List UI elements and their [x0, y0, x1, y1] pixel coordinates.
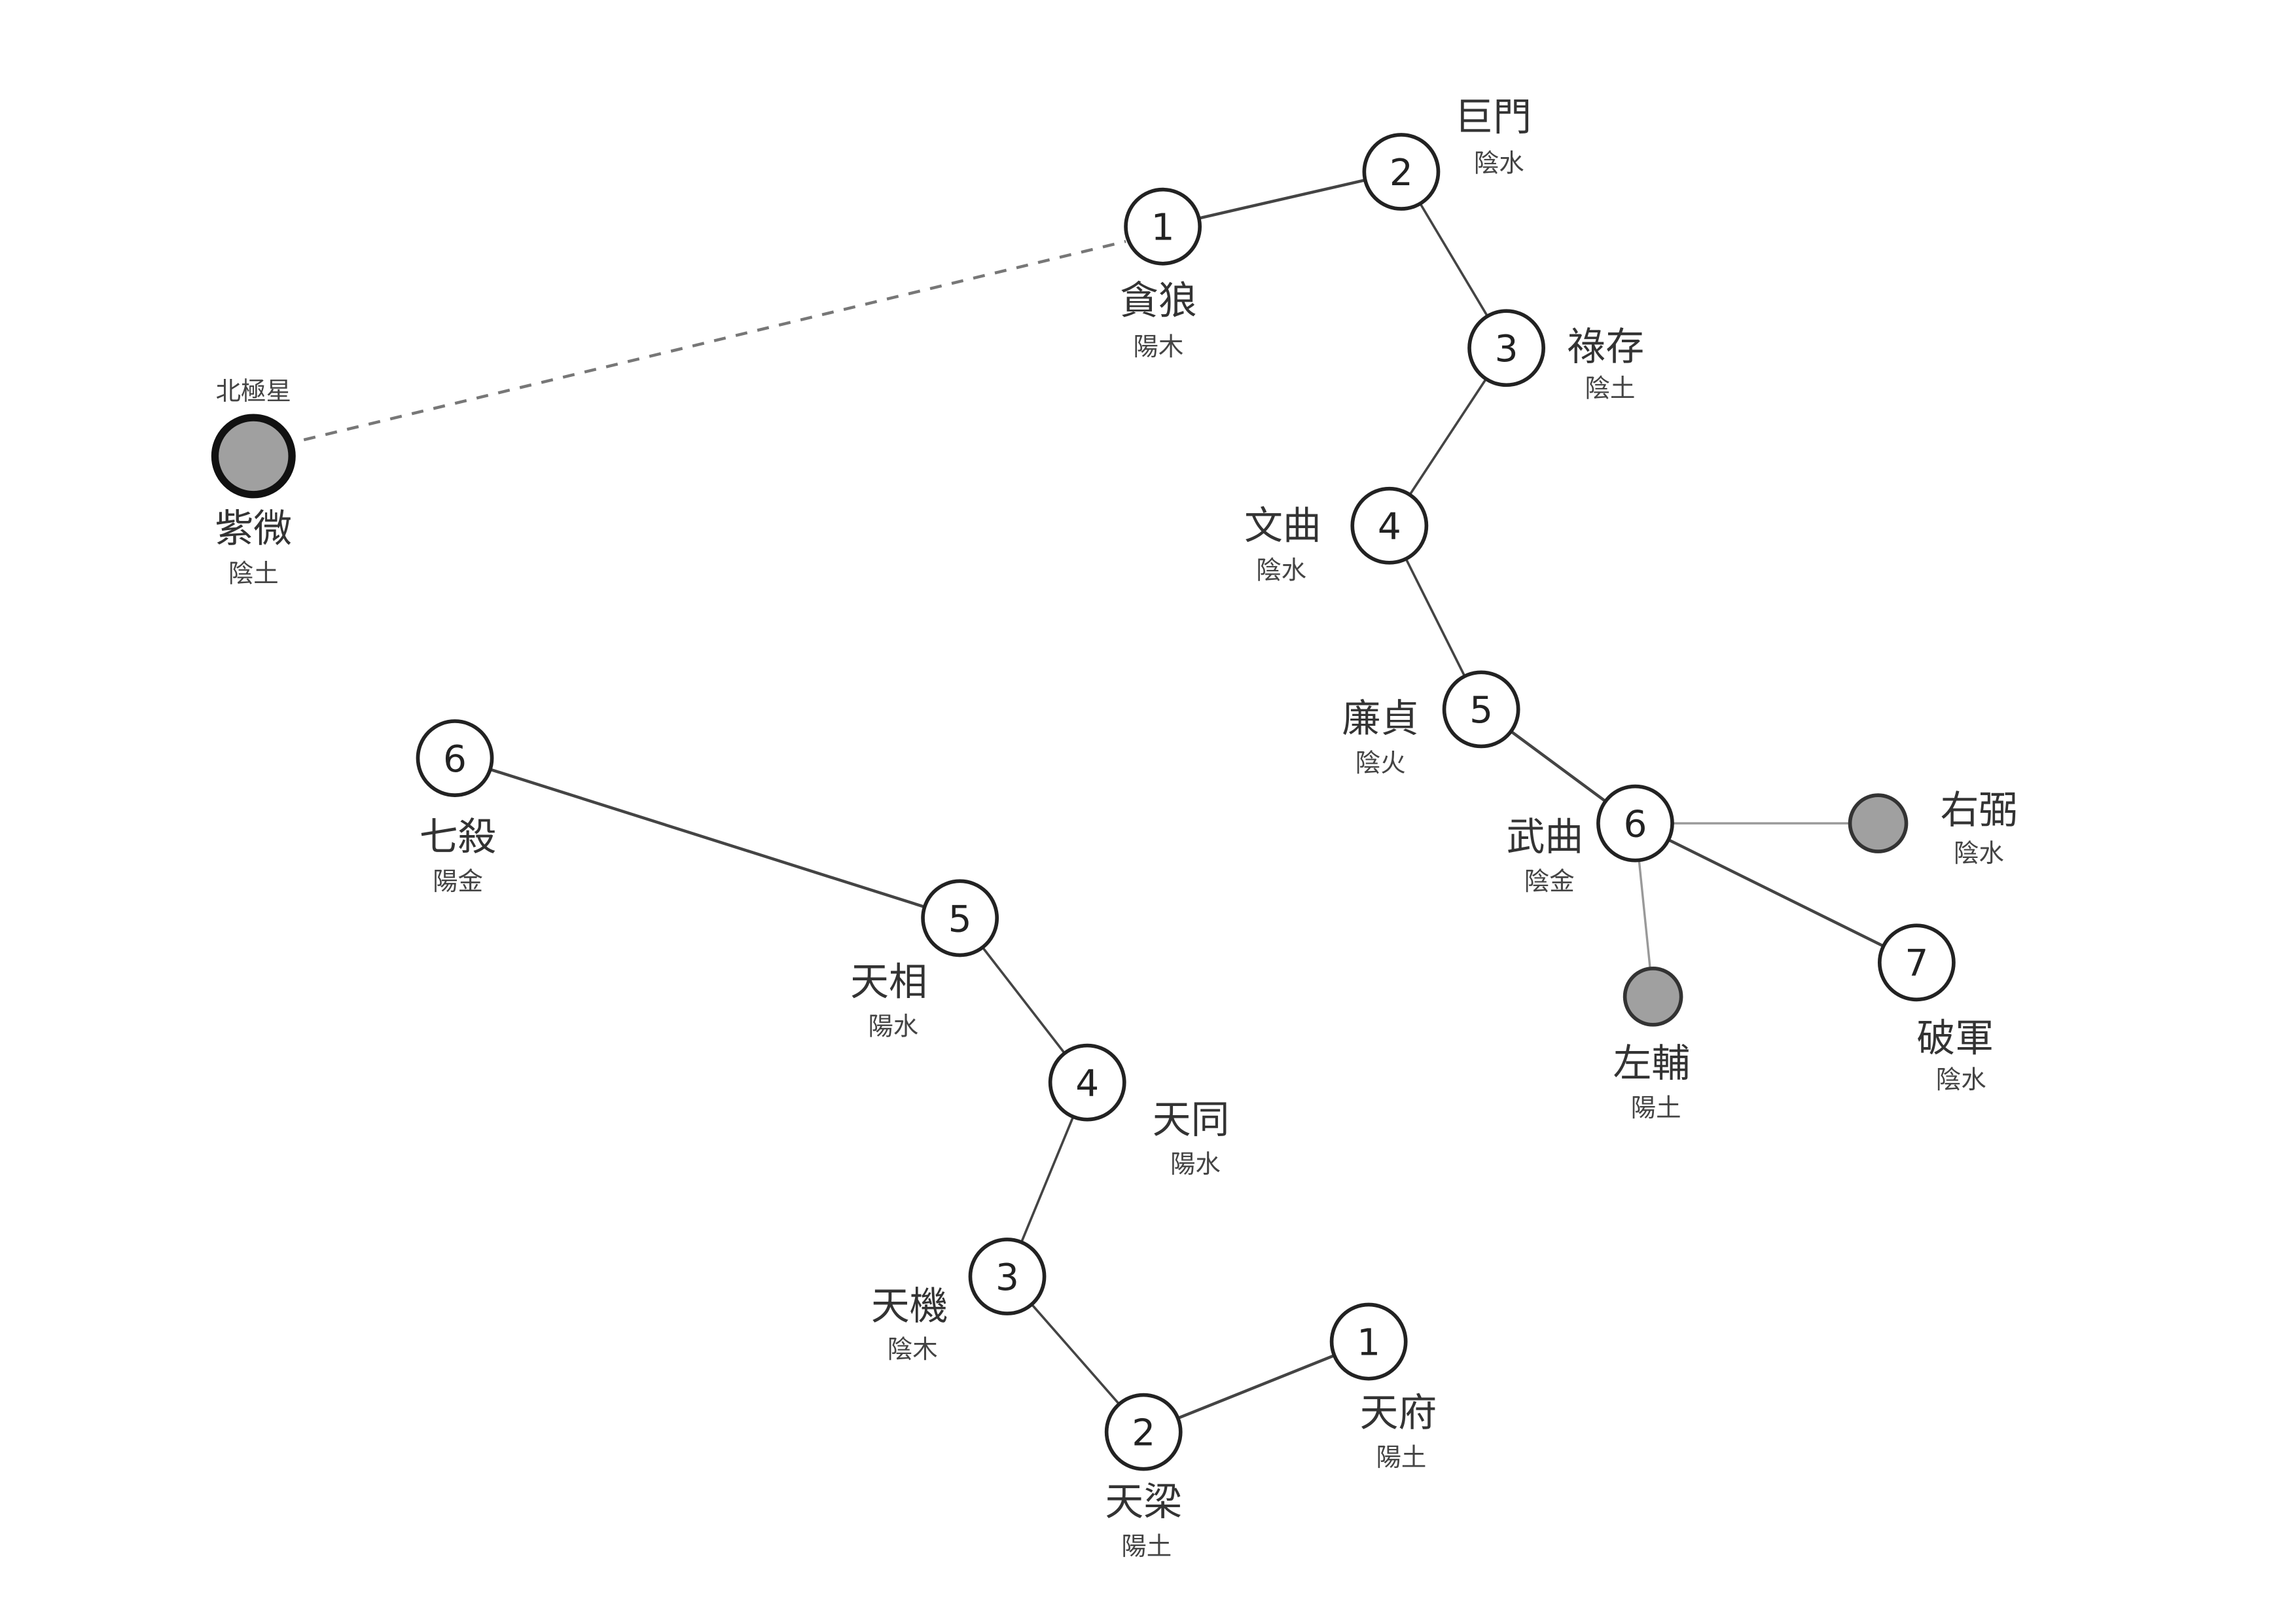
- node-name: 天府: [1360, 1390, 1437, 1435]
- node-attr: 陰火: [1355, 749, 1406, 778]
- node-north-3: 3 祿存 陰土: [1467, 309, 1644, 403]
- node-attr: 陰水: [1936, 1065, 1986, 1095]
- connector: [1634, 822, 1918, 964]
- node-name: 武曲: [1507, 814, 1584, 859]
- filled-circle-icon: [1848, 793, 1909, 853]
- node-attr: 陽土: [1121, 1532, 1172, 1561]
- node-name: 右弼: [1941, 787, 2018, 832]
- node-attr: 陽土: [1631, 1094, 1681, 1123]
- node-north-1: 1 貪狼 陽木: [1120, 187, 1202, 362]
- node-attr: 陰土: [228, 559, 279, 588]
- node-number: 4: [1378, 505, 1401, 548]
- node-name: 天相: [850, 959, 927, 1005]
- node-number: 3: [1495, 327, 1518, 370]
- node-number: 4: [1075, 1061, 1099, 1105]
- node-attr: 陰木: [888, 1335, 938, 1364]
- connectors: [303, 170, 1918, 1434]
- node-circle-icon: [1442, 670, 1520, 749]
- node-number: 2: [1132, 1411, 1155, 1454]
- node-assistant-left: 左輔 陽土: [1613, 967, 1691, 1123]
- node-south-1: 1 天府 陽土: [1329, 1302, 1437, 1472]
- node-circle-icon: [1048, 1043, 1126, 1122]
- node-circle-icon: [921, 879, 999, 957]
- node-attr: 陽水: [1170, 1150, 1221, 1179]
- node-name: 文曲: [1244, 503, 1321, 548]
- connector: [1162, 170, 1402, 228]
- node-name: 紫微: [215, 506, 292, 551]
- node-number: 5: [948, 897, 972, 940]
- node-circle-icon: [1877, 923, 1956, 1002]
- node-circle-icon: [1329, 1302, 1408, 1381]
- node-name: 天同: [1153, 1097, 1230, 1142]
- node-name: 祿存: [1567, 324, 1644, 369]
- node-south-5: 5 天相 陽水: [850, 879, 999, 1042]
- filled-circle-icon: [1623, 967, 1683, 1027]
- node-attr: 陰土: [1585, 374, 1636, 403]
- node-north-5: 5 廉貞 陰火: [1342, 670, 1520, 778]
- node-number: 1: [1151, 206, 1175, 249]
- node-circle-icon: [968, 1238, 1047, 1315]
- node-number: 3: [996, 1256, 1019, 1299]
- node-attr: 陽水: [868, 1012, 918, 1042]
- node-north-7: 7 破軍 陰水: [1877, 923, 1994, 1095]
- node-north-6: 6 武曲 陰金: [1507, 784, 1674, 897]
- node-number: 5: [1469, 688, 1493, 732]
- node-north-2: 2 巨門 陰水: [1362, 94, 1532, 211]
- node-circle-icon: [1596, 784, 1674, 863]
- node-name: 巨門: [1454, 94, 1532, 139]
- node-number: 6: [443, 738, 467, 781]
- connector: [1143, 1340, 1369, 1434]
- node-attr: 陰水: [1256, 556, 1306, 586]
- node-circle-icon: [1104, 1393, 1183, 1471]
- node-south-4: 4 天同 陽水: [1048, 1043, 1230, 1179]
- polaris-label: 北極星: [216, 377, 291, 406]
- node-name: 貪狼: [1120, 278, 1197, 323]
- node-attr: 陽木: [1133, 332, 1183, 362]
- node-number: 7: [1905, 942, 1928, 985]
- node-attr: 陰金: [1524, 867, 1575, 897]
- node-north-4: 4 文曲 陰水: [1244, 486, 1429, 586]
- node-assistant-right: 右弼 陰水: [1848, 787, 2018, 868]
- node-name: 左輔: [1613, 1041, 1691, 1086]
- node-south-3: 3 天機 陰木: [871, 1238, 1047, 1364]
- node-attr: 陽土: [1376, 1443, 1426, 1472]
- node-polaris: 北極星 紫微 陰土: [211, 377, 296, 588]
- node-attr: 陽金: [433, 867, 483, 897]
- node-attr: 陰水: [1954, 839, 2004, 868]
- node-circle-icon: [1124, 187, 1202, 266]
- node-number: 6: [1623, 802, 1647, 846]
- node-circle-icon: [1362, 133, 1441, 211]
- node-circle-icon: [1467, 309, 1545, 387]
- node-south-2: 2 天梁 陽土: [1104, 1393, 1183, 1561]
- node-name: 天機: [871, 1283, 948, 1329]
- node-number: 2: [1390, 151, 1413, 194]
- node-name: 破軍: [1916, 1016, 1994, 1061]
- node-name: 天梁: [1105, 1479, 1182, 1524]
- node-attr: 陰水: [1474, 149, 1524, 178]
- node-name: 七殺: [420, 814, 497, 859]
- node-name: 廉貞: [1342, 696, 1419, 741]
- node-circle-icon: [416, 719, 494, 797]
- node-circle-icon: [1350, 486, 1429, 565]
- polaris-circle-icon: [211, 414, 296, 499]
- node-number: 1: [1357, 1321, 1380, 1364]
- dashed-connector: [303, 240, 1126, 442]
- connector: [454, 757, 961, 920]
- node-south-6: 6 七殺 陽金: [416, 719, 497, 897]
